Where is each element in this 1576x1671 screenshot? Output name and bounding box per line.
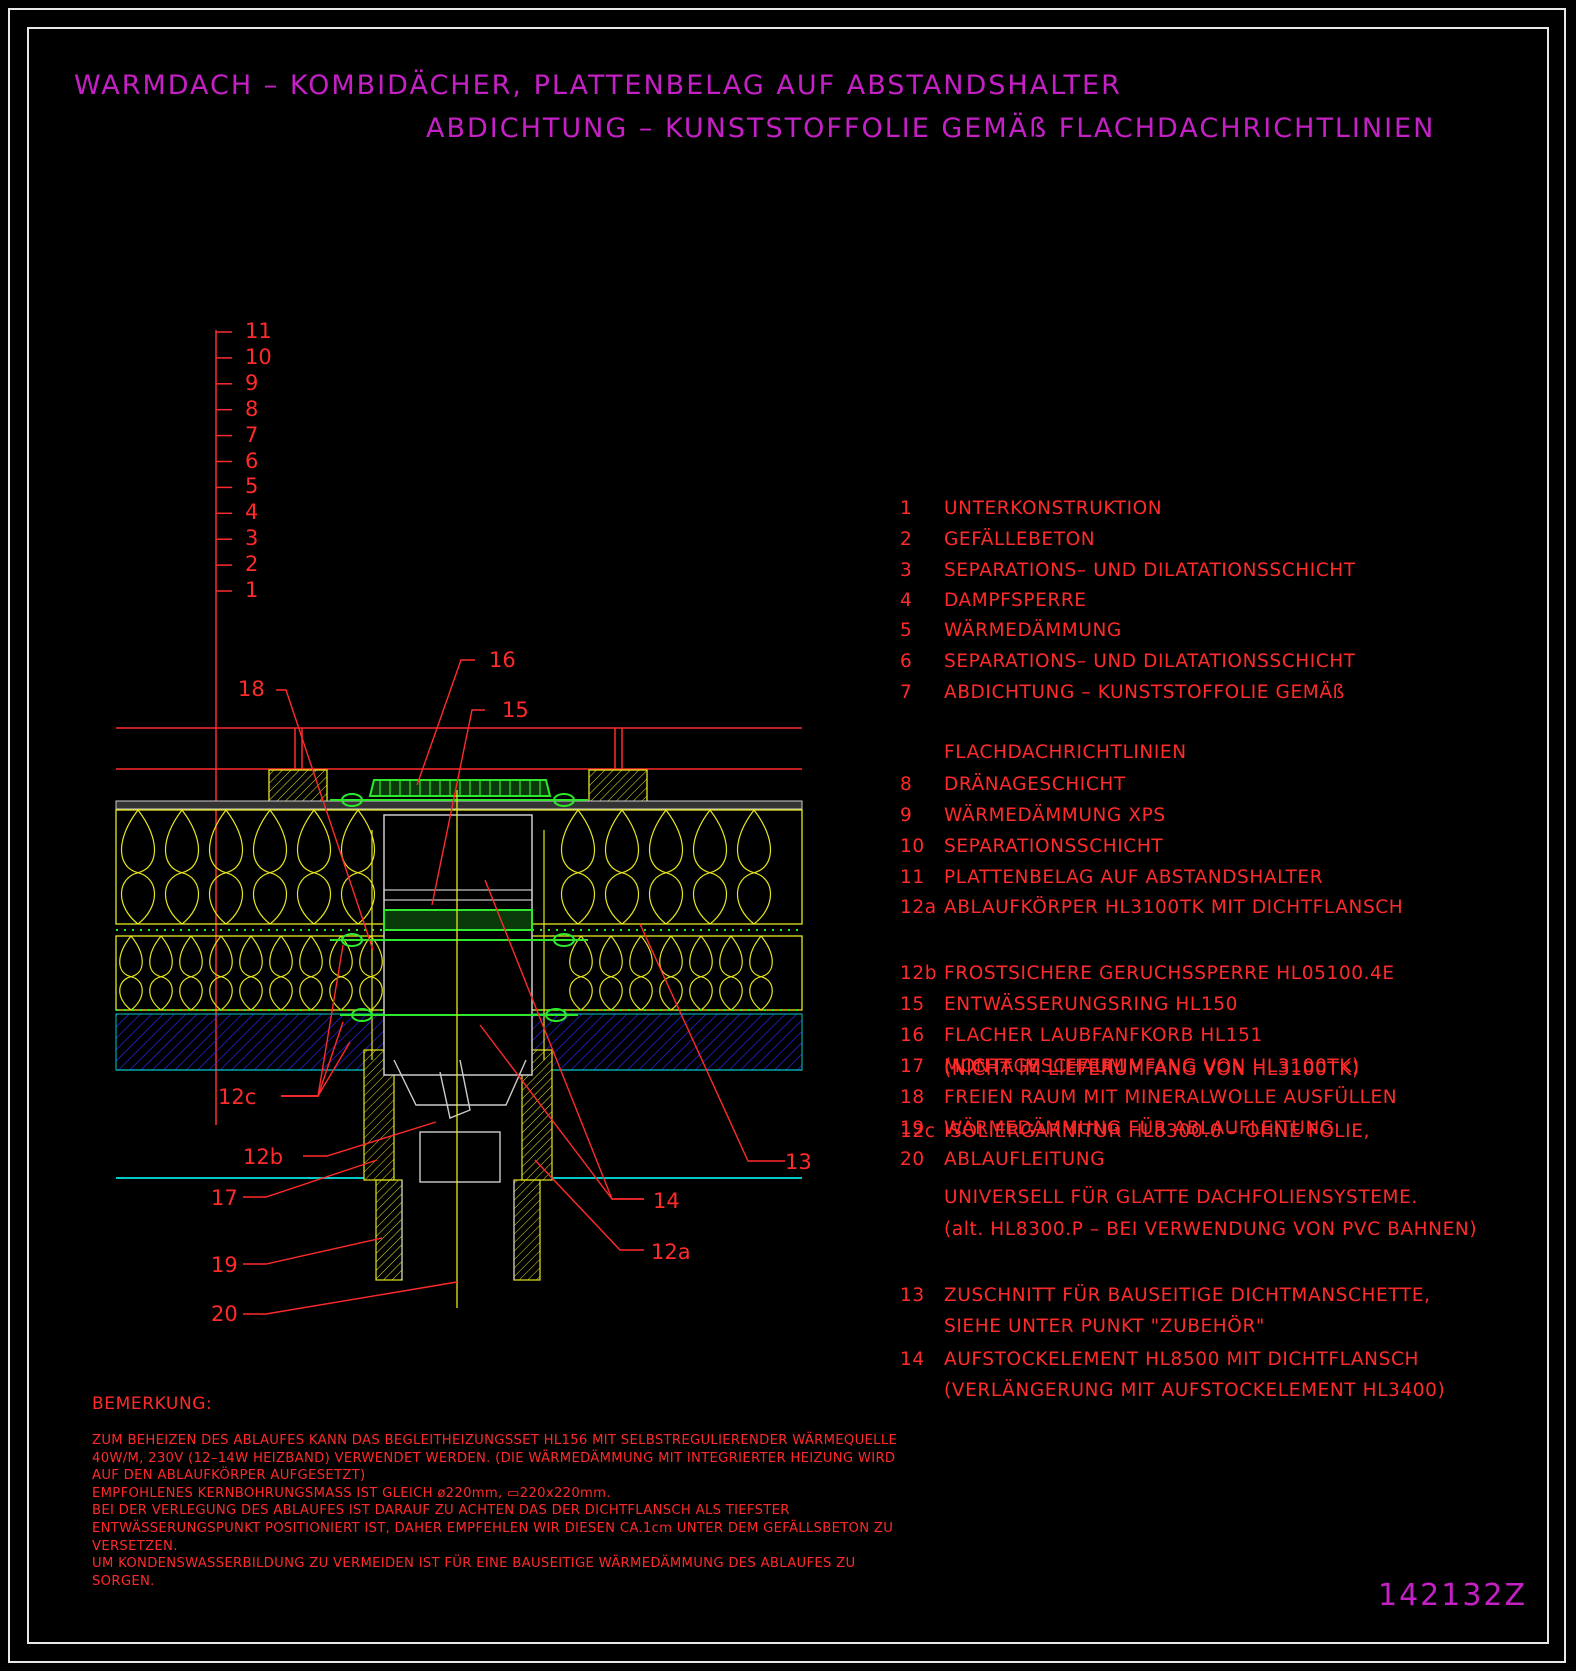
scale-label-6: 6 (245, 448, 259, 473)
callout-14: 14 (653, 1189, 680, 1213)
callout-19: 19 (211, 1253, 238, 1277)
insulation-wave (604, 809, 639, 925)
insulation-wave (719, 935, 743, 1011)
insulation-wave (560, 809, 595, 925)
insulation-wave (239, 935, 263, 1011)
scale-label-2: 2 (245, 552, 259, 577)
drain-riser (383, 814, 533, 1076)
insulation-wave (252, 809, 287, 925)
drawing-frame-outer (8, 8, 1566, 1663)
drawing-frame-inner (27, 27, 1549, 1644)
insulation-wave (359, 935, 383, 1011)
insulation-wave (269, 935, 293, 1011)
callout-17: 17 (211, 1186, 238, 1210)
insulation-wave (599, 935, 623, 1011)
drain-pipe (375, 1179, 541, 1281)
insulation-wave (341, 809, 376, 925)
scale-label-10: 10 (245, 344, 272, 369)
remark-line: BEI DER VERLEGUNG DES ABLAUFES IST DARAU… (92, 1503, 790, 1519)
insulation-wave (693, 809, 728, 925)
drainage-layer (115, 800, 803, 810)
insulation-wave (569, 935, 593, 1011)
remark-text: ZUM BEHEIZEN DES ABLAUFES KANN DAS BEGLE… (92, 1432, 897, 1590)
insulation-wave (208, 809, 243, 925)
remark-line: ZUM BEHEIZEN DES ABLAUFES KANN DAS BEGLE… (92, 1433, 898, 1448)
insulation-wave (209, 809, 244, 925)
insulation-wave (689, 935, 713, 1011)
insulation-wave (119, 935, 143, 1011)
insulation-wave (164, 809, 199, 925)
title-line-2: ABDICHTUNG – KUNSTSTOFFOLIE GEMÄß FLACHD… (426, 113, 1436, 144)
insulation-wave (736, 809, 771, 925)
callout-20: 20 (211, 1302, 238, 1326)
callout-15: 15 (502, 698, 529, 722)
remark-line: SORGEN. (92, 1573, 155, 1589)
insulation-wave (120, 809, 155, 925)
insulation-wave (659, 935, 683, 1011)
scale-label-4: 4 (245, 500, 259, 525)
layer-scale-ticks (216, 331, 232, 592)
insulation-wave (121, 809, 156, 925)
scale-label-3: 3 (245, 526, 259, 551)
scale-label-7: 7 (245, 422, 259, 447)
insulation-wave (749, 935, 773, 1011)
scale-label-11: 11 (245, 319, 272, 343)
remark-line: 40W/M, 230V (12–14W HEIZBAND) VERWENDET … (92, 1450, 896, 1466)
insulation-wave (149, 935, 173, 1011)
callout-16: 16 (489, 648, 516, 672)
title-line-1: WARMDACH – KOMBIDÄCHER, PLATTENBELAG AUF… (74, 70, 1122, 101)
callout-12c: 12c (218, 1085, 257, 1109)
insulation-wave (692, 809, 727, 925)
spacer-right (588, 769, 648, 803)
odour-trap (393, 1059, 527, 1183)
leaf-guard (368, 779, 552, 797)
insulation-wave (605, 809, 640, 925)
drawing-number: 142132Z (1378, 1578, 1528, 1613)
insulation-wave (165, 809, 200, 925)
insulation-wave (296, 809, 331, 925)
insulation-wave (209, 935, 233, 1011)
callout-leaders (243, 659, 785, 1315)
remark-line: VERSETZEN. (92, 1538, 178, 1554)
scale-label-5: 5 (245, 474, 259, 499)
insulation-wave (737, 809, 772, 925)
remark-line: EMPFOHLENES KERNBOHRUNGSMASS IST GLEICH … (92, 1485, 611, 1501)
remark-title: BEMERKUNG: (92, 1394, 213, 1414)
insulation-wave (561, 809, 596, 925)
spacer-left (268, 769, 328, 803)
callout-13: 13 (785, 1150, 812, 1174)
callout-18: 18 (238, 677, 265, 701)
insulation-wave (329, 935, 353, 1011)
scale-label-8: 8 (245, 396, 259, 421)
layer-11-paving (116, 727, 802, 770)
insulation-wave (648, 809, 683, 925)
insulation-wave (649, 809, 684, 925)
scale-label-9: 9 (245, 370, 259, 395)
remark-line: ENTWÄSSERUNGSPUNKT POSITIONIERT IST, DAH… (92, 1520, 894, 1536)
callout-12b: 12b (243, 1145, 284, 1169)
insulation-wave (253, 809, 288, 925)
scale-label-1: 1 (245, 578, 259, 602)
flanges (330, 793, 588, 1022)
insulation-wave (179, 935, 203, 1011)
insulation-wave (297, 809, 332, 925)
remark-line: UM KONDENSWASSERBILDUNG ZU VERMEIDEN IST… (92, 1556, 856, 1572)
insulation-wave (299, 935, 323, 1011)
callout-12a: 12a (651, 1240, 691, 1264)
insulation-wave (629, 935, 653, 1011)
drainage-ring (383, 889, 533, 931)
remark-line: AUF DEN ABLAUFKÖRPER AUFGESETZT) (92, 1468, 366, 1484)
